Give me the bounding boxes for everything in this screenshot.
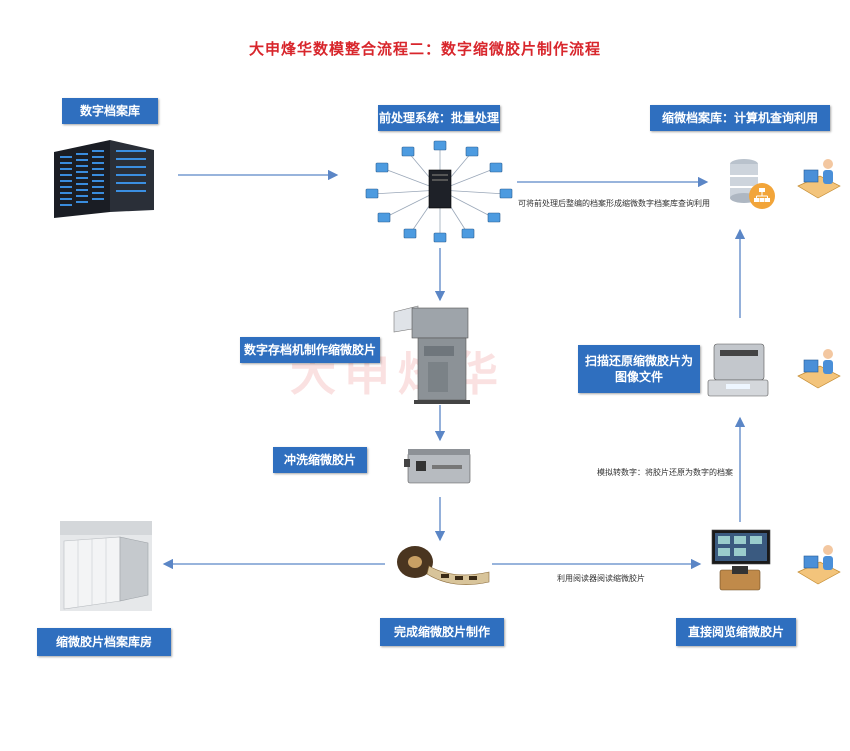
scan-restore-label: 扫描还原缩微胶片为图像文件 [578, 345, 700, 393]
analog-to-digital-note: 模拟转数字：将胶片还原为数字的档案 [597, 468, 733, 477]
film-processor-image [404, 449, 471, 484]
film-reel-image [397, 546, 490, 585]
reader-station-image [711, 529, 771, 591]
operator-icon [797, 349, 841, 389]
storage-room-label: 缩微胶片档案库房 [37, 628, 171, 656]
network-hub-image [365, 140, 513, 243]
storage-room-image [60, 521, 152, 611]
operator-icon [797, 545, 841, 585]
archive-writer-image [393, 305, 470, 404]
develop-label: 冲洗缩微胶片 [273, 447, 367, 473]
finish-label: 完成缩微胶片制作 [380, 618, 504, 646]
archive-writer-label: 数字存档机制作缩微胶片 [240, 337, 380, 363]
microfilm-archive-label: 缩微档案库：计算机查询利用 [650, 105, 830, 131]
page-title: 大申烽华数模整合流程二：数字缩微胶片制作流程 [248, 40, 601, 58]
direct-view-label: 直接阅览缩微胶片 [676, 618, 796, 646]
preprocess-label: 前处理系统：批量处理 [378, 105, 500, 131]
operator-icon [797, 159, 841, 199]
database-icon [730, 159, 775, 209]
digital-archive-label: 数字档案库 [62, 98, 158, 124]
scanner-image [707, 343, 769, 397]
server-rack-image [54, 140, 154, 218]
preprocess-note: 可将前处理后整编的档案形成缩微数字档案库查询利用 [518, 199, 710, 208]
reader-note: 利用阅读器阅读缩微胶片 [557, 574, 645, 583]
